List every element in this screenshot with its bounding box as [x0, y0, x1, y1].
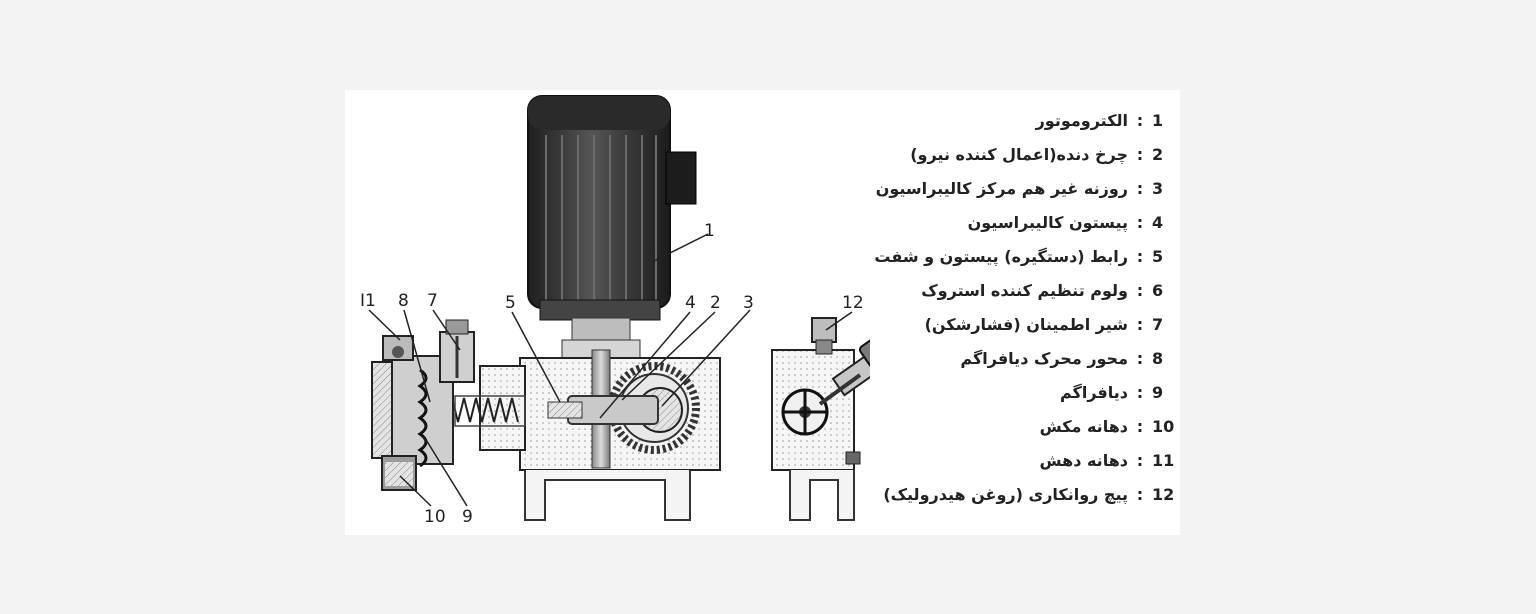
legend-item-number: 1 [1152, 110, 1164, 130]
legend-item: الکتروموتور:1 [870, 103, 1176, 137]
callout-2: 2 [710, 293, 721, 313]
diaphragm [417, 368, 428, 468]
leader-lines [368, 233, 891, 507]
callout-8: 8 [398, 291, 409, 311]
legend-item-text: دهانه دهش [1039, 450, 1128, 470]
legend-item-text: الکتروموتور [1035, 110, 1128, 130]
legend-item-number: 12 [1152, 484, 1175, 504]
legend-item: پیستون کالیبراسیون:4 [870, 205, 1176, 239]
legend-item-number: 2 [1152, 144, 1164, 164]
legend-item-text: روزنه غیر هم مرکز کالیبراسیون [875, 178, 1128, 198]
legend-item-number: 9 [1152, 382, 1164, 402]
electromotor [527, 95, 697, 359]
callout-3: 3 [743, 293, 754, 313]
legend-item: روزنه غیر هم مرکز کالیبراسیون:3 [870, 171, 1176, 205]
legend-item-number: 11 [1152, 450, 1175, 470]
callout-12: 12 [842, 293, 864, 313]
legend-item-number: 3 [1152, 178, 1164, 198]
legend-item-number: 6 [1152, 280, 1164, 300]
terminal-box [665, 151, 697, 205]
callout-10: 10 [424, 507, 446, 527]
legend-item-separator: : [1136, 314, 1144, 334]
legend-item: رابط (دستگیره) پیستون و شفت:5 [870, 239, 1176, 273]
legend-item: پیچ روانکاری (روغن هیدرولیک):12 [870, 477, 1176, 511]
legend-item-text: ولوم تنظیم کننده استروک [921, 280, 1128, 300]
pump-head [371, 319, 475, 491]
legend-item-text: شیر اطمینان (فشارشکن) [924, 314, 1128, 334]
legend-item-separator: : [1136, 144, 1144, 164]
legend-item-text: محور محرک دیافراگم [960, 348, 1128, 368]
legend-item-separator: : [1136, 348, 1144, 368]
legend-item-separator: : [1136, 178, 1144, 198]
legend-item-number: 8 [1152, 348, 1164, 368]
legend-item-separator: : [1136, 382, 1144, 402]
legend-item-number: 10 [1152, 416, 1175, 436]
legend-item: دیافراگم:9 [870, 375, 1176, 409]
legend-item: ولوم تنظیم کننده استروک:6 [870, 273, 1176, 307]
legend-item-separator: : [1136, 212, 1144, 232]
callout-11: I1 [360, 291, 376, 311]
legend-item-text: پیستون کالیبراسیون [967, 212, 1128, 232]
callout-1: 1 [704, 221, 715, 241]
legend-item: محور محرک دیافراگم:8 [870, 341, 1176, 375]
legend-item-separator: : [1136, 246, 1144, 266]
callout-4: 4 [685, 293, 696, 313]
legend-item-number: 5 [1152, 246, 1164, 266]
callout-7: 7 [427, 291, 438, 311]
callout-5: 5 [505, 293, 516, 313]
legend-item: چرخ دنده(اعمال کننده نیرو):2 [870, 137, 1176, 171]
legend-item-text: دیافراگم [1060, 382, 1128, 402]
legend-item: دهانه مکش:10 [870, 409, 1176, 443]
legend-item-number: 4 [1152, 212, 1164, 232]
legend-item-number: 7 [1152, 314, 1164, 334]
legend-item-text: رابط (دستگیره) پیستون و شفت [874, 246, 1128, 266]
legend-item-text: دهانه مکش [1039, 416, 1128, 436]
callout-9: 9 [462, 507, 473, 527]
legend-item-separator: : [1136, 110, 1144, 130]
legend-item-separator: : [1136, 450, 1144, 470]
legend-item-separator: : [1136, 416, 1144, 436]
legend-item-text: چرخ دنده(اعمال کننده نیرو) [910, 144, 1128, 164]
legend-item-separator: : [1136, 484, 1144, 504]
legend-item-text: پیچ روانکاری (روغن هیدرولیک) [883, 484, 1128, 504]
legend-item: شیر اطمینان (فشارشکن):7 [870, 307, 1176, 341]
legend-item-separator: : [1136, 280, 1144, 300]
legend-item: دهانه دهش:11 [870, 443, 1176, 477]
gearbox-housing [451, 349, 721, 521]
